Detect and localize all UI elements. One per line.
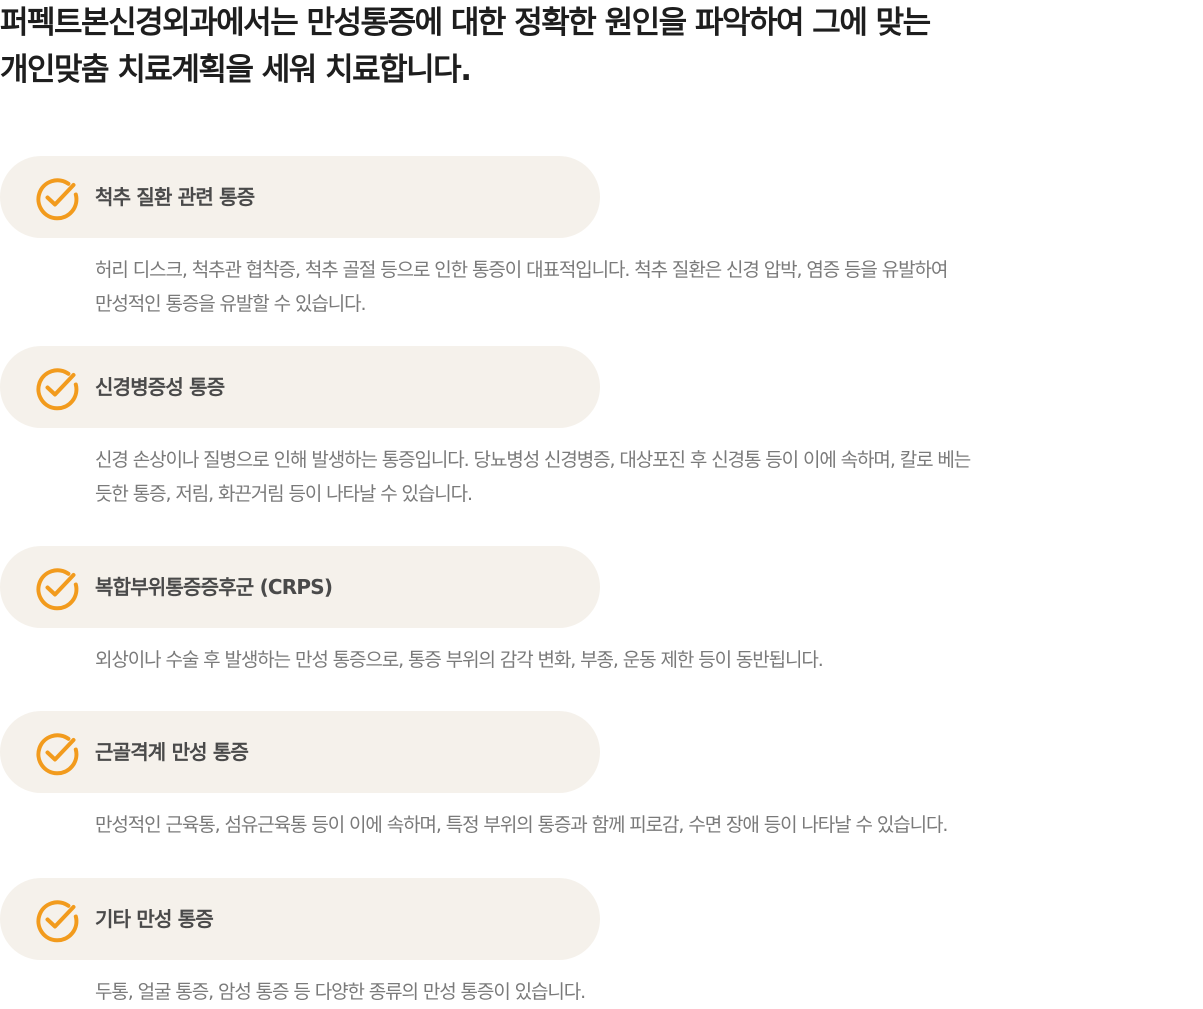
check-circle-icon (33, 896, 81, 944)
item-description-line: 만성적인 통증을 유발할 수 있습니다. (95, 293, 367, 315)
item-description-line: 두통, 얼굴 통증, 암성 통증 등 다양한 종류의 만성 통증이 있습니다. (95, 981, 586, 1003)
item-description: 허리 디스크, 척추관 협착증, 척추 골절 등으로 인한 통증이 대표적입니다… (95, 253, 1200, 321)
item-title: 신경병증성 통증 (95, 375, 225, 399)
item-description-line: 허리 디스크, 척추관 협착증, 척추 골절 등으로 인한 통증이 대표적입니다… (95, 259, 948, 281)
item-title: 근골격계 만성 통증 (95, 740, 249, 764)
item-description-line: 신경 손상이나 질병으로 인해 발생하는 통증입니다. 당뇨병성 신경병증, 대… (95, 449, 971, 471)
item-description-line: 듯한 통증, 저림, 화끈거림 등이 나타날 수 있습니다. (95, 483, 473, 505)
headline-line-2: 개인맞춤 치료계획을 세워 치료합니다. (0, 52, 472, 88)
page-headline: 퍼펙트본신경외과에서는 만성통증에 대한 정확한 원인을 파악하여 그에 맞는 … (0, 0, 1203, 94)
item-description-line: 만성적인 근육통, 섬유근육통 등이 이에 속하며, 특정 부위의 통증과 함께… (95, 814, 948, 836)
item-description: 신경 손상이나 질병으로 인해 발생하는 통증입니다. 당뇨병성 신경병증, 대… (95, 443, 1200, 511)
item-title-pill: 척추 질환 관련 통증 (0, 156, 600, 238)
check-circle-icon (33, 364, 81, 412)
item-title-pill: 복합부위통증증후군 (CRPS) (0, 546, 600, 628)
item-title-pill: 신경병증성 통증 (0, 346, 600, 428)
check-circle-icon (33, 174, 81, 222)
item-description-line: 외상이나 수술 후 발생하는 만성 통증으로, 통증 부위의 감각 변화, 부종… (95, 649, 824, 671)
item-description: 두통, 얼굴 통증, 암성 통증 등 다양한 종류의 만성 통증이 있습니다. (95, 975, 1200, 1009)
item-title: 복합부위통증증후군 (CRPS) (95, 575, 333, 599)
item-description: 만성적인 근육통, 섬유근육통 등이 이에 속하며, 특정 부위의 통증과 함께… (95, 808, 1200, 842)
item-description: 외상이나 수술 후 발생하는 만성 통증으로, 통증 부위의 감각 변화, 부종… (95, 643, 1200, 677)
item-title-pill: 근골격계 만성 통증 (0, 711, 600, 793)
headline-line-1: 퍼펙트본신경외과에서는 만성통증에 대한 정확한 원인을 파악하여 그에 맞는 (0, 5, 931, 41)
item-title: 기타 만성 통증 (95, 907, 214, 931)
item-title-pill: 기타 만성 통증 (0, 878, 600, 960)
check-circle-icon (33, 564, 81, 612)
item-title: 척추 질환 관련 통증 (95, 185, 255, 209)
check-circle-icon (33, 729, 81, 777)
